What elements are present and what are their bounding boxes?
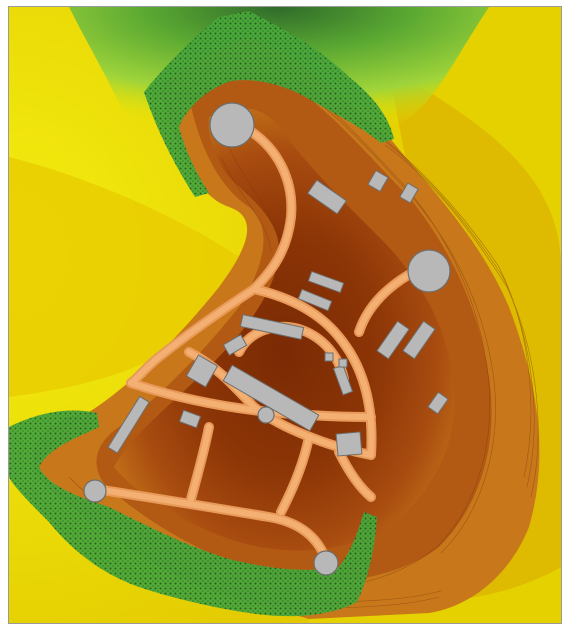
circular-structures[interactable] — [83, 102, 451, 576]
building[interactable] — [178, 409, 202, 429]
north-valley-gradient — [69, 7, 489, 147]
building-footprints[interactable] — [107, 169, 449, 457]
building[interactable] — [222, 364, 320, 432]
building[interactable] — [324, 352, 334, 362]
tower-north[interactable] — [209, 102, 255, 148]
building[interactable] — [307, 270, 345, 294]
building[interactable] — [427, 391, 449, 415]
building[interactable] — [338, 358, 348, 368]
building[interactable] — [185, 354, 219, 388]
tower-center[interactable] — [257, 406, 275, 424]
map-frame — [8, 6, 562, 624]
southwest-vegetation-band — [9, 410, 377, 617]
building[interactable] — [399, 182, 419, 204]
building[interactable] — [107, 395, 150, 454]
building[interactable] — [297, 288, 333, 312]
building[interactable] — [335, 431, 363, 457]
building[interactable] — [239, 314, 305, 340]
terrain-map[interactable] — [9, 7, 561, 623]
building[interactable] — [402, 320, 436, 360]
building[interactable] — [332, 364, 354, 396]
tower-south[interactable] — [313, 550, 339, 576]
building[interactable] — [222, 334, 248, 356]
building[interactable] — [367, 169, 389, 193]
tower-east[interactable] — [407, 249, 451, 293]
north-vegetation-band — [144, 11, 394, 197]
tower-southwest[interactable] — [83, 479, 107, 503]
building[interactable] — [376, 320, 410, 360]
building[interactable] — [306, 179, 348, 215]
